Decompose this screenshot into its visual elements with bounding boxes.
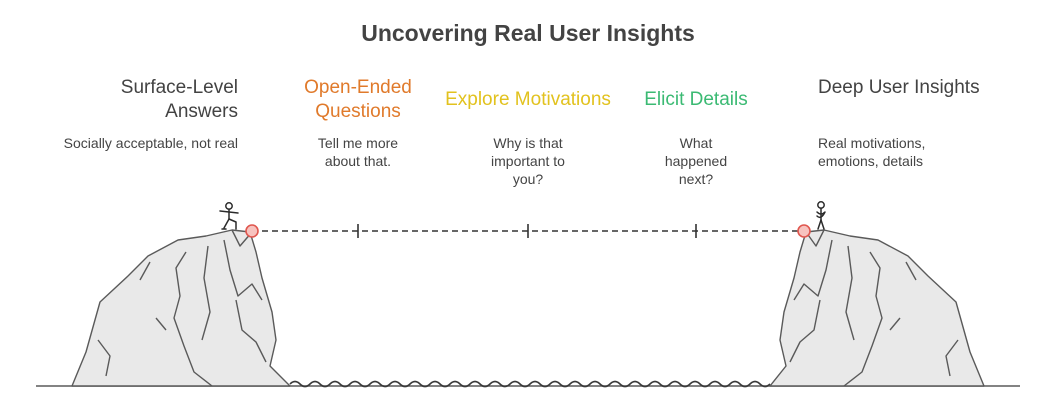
person-balancing-icon [219, 202, 239, 230]
stage-heading: Explore Motivations [445, 89, 611, 110]
stage-description: Tell me more about that. [317, 135, 399, 169]
left-cliff [71, 229, 291, 387]
stage-description: What happened next? [664, 135, 728, 187]
person-standing-icon [816, 201, 826, 230]
diagram-title: Uncovering Real User Insights [361, 20, 695, 46]
stage-heading: Deep User Insights [818, 77, 980, 98]
stage-description: Why is that important to you? [491, 135, 565, 187]
stage-heading: Elicit Details [644, 89, 748, 110]
end-point-icon [797, 224, 811, 238]
water-waves [289, 380, 771, 388]
stage-description: Real motivations, emotions, details [818, 135, 926, 169]
stage-heading: Open-Ended Questions [304, 77, 412, 122]
right-cliff [769, 229, 985, 387]
stage-heading: Surface-Level Answers [120, 77, 238, 122]
stage-explore-motivations: Explore Motivations Why is that importan… [433, 76, 623, 187]
start-point-icon [245, 224, 259, 238]
stage-elicit-details: Elicit Details What happened next? [601, 76, 791, 187]
stage-description: Socially acceptable, not real [63, 135, 238, 151]
stage-surface-level: Surface-Level Answers Socially acceptabl… [48, 76, 238, 176]
stage-open-ended: Open-Ended Questions Tell me more about … [263, 76, 453, 176]
stage-deep-insights: Deep User Insights Real motivations, emo… [818, 76, 1008, 176]
